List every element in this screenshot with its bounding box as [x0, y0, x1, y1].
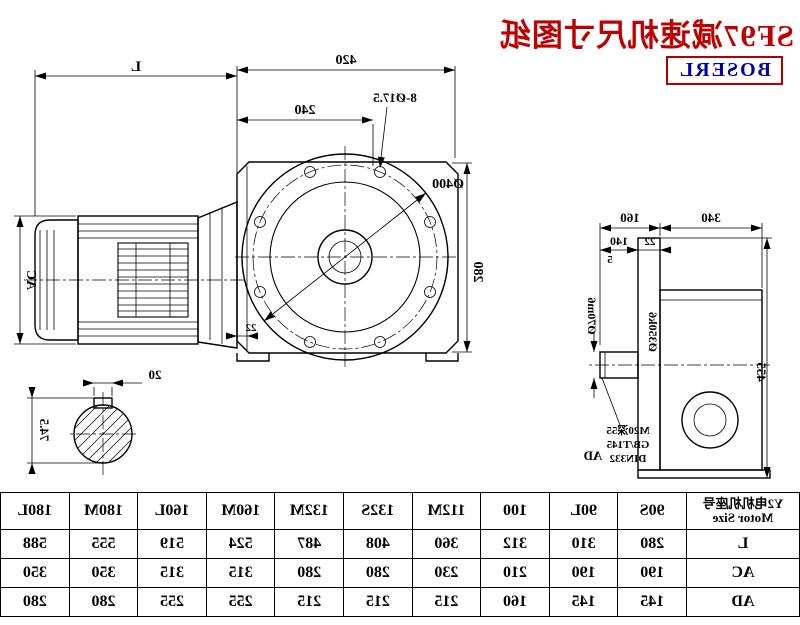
dim-L: L	[131, 59, 141, 75]
table-cell: 350	[69, 558, 138, 588]
gearbox-dimension-drawing: L 420 240 8-Ø17.5 Ø400 280	[14, 53, 772, 479]
table-cell: 555	[69, 529, 138, 559]
thread-note-line2: GB/T145	[606, 439, 649, 451]
gearbox-front-view	[234, 146, 459, 368]
table-cell: 408	[343, 529, 413, 559]
motor-adapter-flange	[197, 200, 238, 349]
col-160M: 160M	[206, 492, 275, 530]
dim-455: 455	[754, 362, 769, 382]
dim-AC: AC	[23, 270, 38, 290]
table-cell: 315	[137, 558, 207, 588]
table-cell: 280	[0, 587, 70, 617]
table-cell: 160	[480, 587, 550, 617]
row-label-L: L	[686, 529, 800, 559]
table-cell: 210	[480, 558, 550, 588]
col-180M: 180M	[69, 492, 138, 530]
row-label-AC: AC	[686, 558, 800, 588]
dim-5: 5	[607, 254, 613, 266]
end-cover-circle	[681, 391, 739, 449]
end-cover-inner-circle	[693, 403, 727, 437]
table-cell: 190	[549, 558, 618, 588]
dim-240: 240	[295, 103, 316, 118]
col-132S: 132S	[343, 492, 413, 530]
dim-AD: AD	[584, 448, 603, 463]
table-cell: 315	[206, 558, 275, 588]
motor-fan-cowl	[34, 219, 79, 341]
dim-shaft-dia: Ø70m6	[585, 297, 599, 334]
table-cell: 215	[274, 587, 344, 617]
dim-22-main: 22	[245, 322, 257, 334]
dim-spigot-dia: Ø350k6	[646, 312, 660, 352]
table-cell: 280	[274, 558, 344, 588]
gearbox-side-view	[586, 237, 771, 479]
table-cell: 215	[343, 587, 413, 617]
table-cell: 145	[549, 587, 618, 617]
dim-280: 280	[470, 262, 485, 283]
table-cell: 255	[137, 587, 207, 617]
table-cell: 215	[412, 587, 481, 617]
section-hatch	[73, 405, 132, 464]
table-cell: 230	[412, 558, 481, 588]
dim-340: 340	[701, 210, 721, 225]
table-cell: 255	[206, 587, 275, 617]
bolt-hole	[254, 286, 266, 298]
col-160L: 160L	[137, 492, 207, 530]
table-cell: 145	[617, 587, 687, 617]
table-cell: 280	[343, 558, 413, 588]
dim-flange-dia: Ø400	[432, 177, 464, 192]
bolt-hole	[374, 336, 386, 348]
dim-22-side: 22	[644, 236, 656, 248]
table-cell: 280	[617, 529, 687, 559]
table-row-AC: AC 190 190 210 230 280 280 315 315 350 3…	[0, 558, 800, 588]
col-132M: 132M	[274, 492, 344, 530]
dimension-annotations: L 420 240 8-Ø17.5 Ø400 280	[14, 53, 772, 478]
housing-foot	[425, 353, 459, 362]
stator-hatch	[118, 243, 188, 317]
bolt-hole	[424, 216, 436, 228]
thread-note-line3: DIN332	[609, 453, 646, 465]
col-90S: 90S	[617, 492, 687, 530]
col-100: 100	[480, 492, 550, 530]
dim-bolt-holes: 8-Ø17.5	[373, 90, 417, 105]
bolt-hole	[424, 286, 436, 298]
bolt-holes	[254, 166, 436, 348]
table-cell: 360	[412, 529, 481, 559]
table-row-L: L 280 310 312 360 408 487 524 519 555 58…	[0, 529, 800, 559]
table-cell: 310	[549, 529, 618, 559]
side-base	[637, 469, 771, 479]
table-header-row: Y2电机机座号 Motor Size 90S 90L 100 112M 132S…	[0, 492, 800, 530]
bolt-hole	[304, 336, 316, 348]
dim-140: 140	[610, 234, 628, 248]
row-label-AD: AD	[686, 587, 800, 617]
shaft-section-view	[70, 392, 136, 476]
header-label-line1: Y2电机机座号	[702, 495, 784, 511]
col-180L: 180L	[0, 492, 70, 530]
dim-key-height: 74.5	[37, 418, 52, 441]
table-cell: 312	[480, 529, 550, 559]
dim-key-width: 20	[149, 367, 162, 382]
gear-housing	[236, 161, 459, 354]
side-housing	[659, 289, 763, 471]
table-cell: 588	[0, 529, 70, 559]
bolt-hole	[254, 216, 266, 228]
col-90L: 90L	[549, 492, 618, 530]
table-cell: 350	[0, 558, 70, 588]
housing-foot	[236, 353, 270, 362]
motor-dimension-table: Y2电机机座号 Motor Size 90S 90L 100 112M 132S…	[0, 492, 800, 617]
table-cell: 524	[206, 529, 275, 559]
motor-group	[24, 200, 244, 349]
thread-note-line1: M20深55	[606, 423, 650, 437]
table-header-label: Y2电机机座号 Motor Size	[686, 492, 800, 530]
table-cell: 190	[617, 558, 687, 588]
dim-420: 420	[336, 53, 357, 68]
table-row-AD: AD 145 145 160 215 215 215 255 255 280 2…	[0, 587, 800, 617]
col-112M: 112M	[412, 492, 481, 530]
table-cell: 519	[137, 529, 207, 559]
table-cell: 487	[274, 529, 344, 559]
header-label-line2: Motor Size	[712, 510, 774, 525]
bolt-hole	[304, 166, 316, 178]
dim-160: 160	[620, 210, 640, 225]
table-cell: 280	[69, 587, 138, 617]
